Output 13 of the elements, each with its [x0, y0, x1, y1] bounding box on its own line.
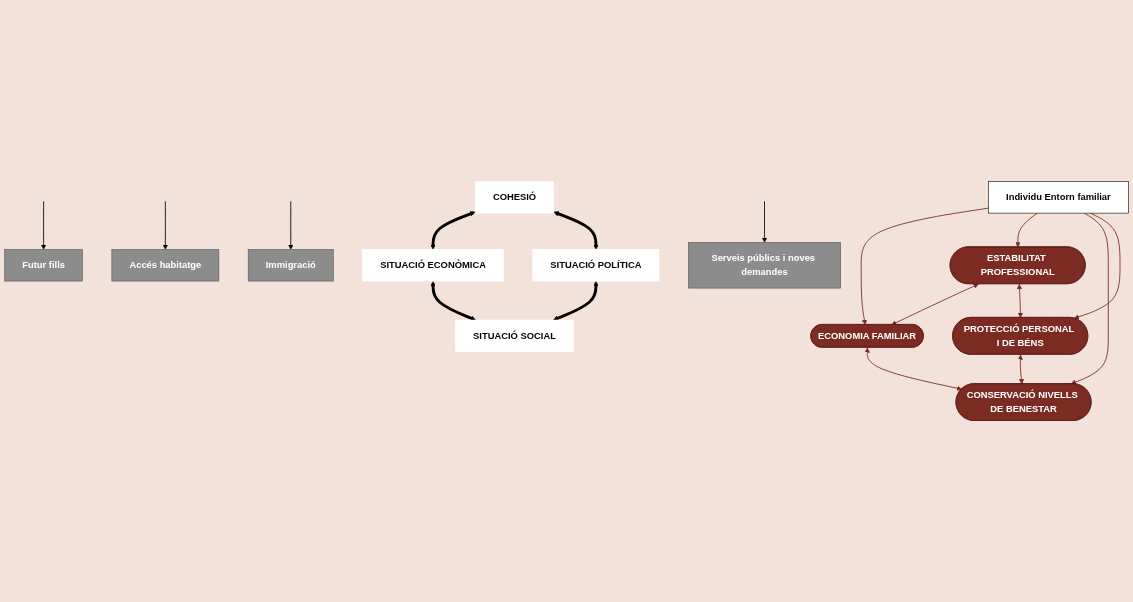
node-box: Futur fills	[4, 249, 83, 282]
node-box: COHESIÓ	[475, 181, 554, 214]
node-box: SITUACIÓ SOCIAL	[455, 319, 574, 352]
arrow	[553, 211, 599, 250]
arrow	[430, 211, 476, 250]
node-box: Serveis públics i noves demandes	[688, 242, 841, 289]
arrow	[553, 281, 599, 321]
node-box: Individu Entorn familiar	[988, 181, 1129, 214]
node-box: Accés habitatge	[111, 249, 220, 282]
node-box: Immigració	[247, 249, 334, 282]
node-box: SITUACIÓ ECONÒMICA	[362, 249, 504, 282]
arrow	[430, 281, 476, 321]
node-box: SITUACIÓ POLÍTICA	[532, 249, 660, 282]
